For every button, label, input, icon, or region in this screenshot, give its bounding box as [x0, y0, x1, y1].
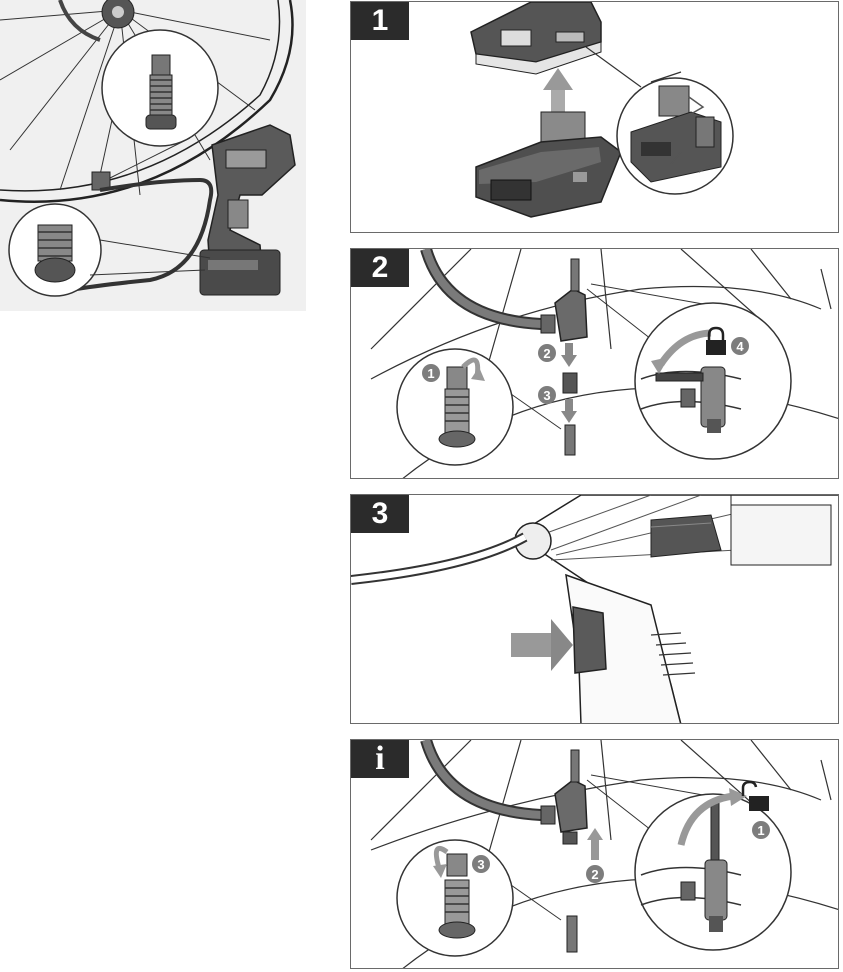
- step-2-drawing: 2 3 1: [351, 249, 839, 479]
- step-marker-1: 1: [752, 821, 770, 839]
- step-3-drawing: [351, 495, 839, 724]
- step-marker-1: 1: [422, 364, 440, 382]
- pump-icon: [200, 125, 295, 295]
- svg-text:2: 2: [591, 867, 598, 882]
- step-1-label: 1: [351, 2, 409, 40]
- step-3-label: 3: [351, 495, 409, 533]
- svg-text:2: 2: [543, 346, 550, 361]
- step-info-drawing: 2 3: [351, 740, 839, 969]
- adapter-icon: [35, 225, 75, 282]
- svg-text:3: 3: [543, 388, 550, 403]
- battery-icon: [476, 112, 621, 217]
- svg-text:1: 1: [757, 823, 764, 838]
- step-2-label: 2: [351, 249, 409, 287]
- step-1-panel: 1: [350, 1, 839, 233]
- push-arrow-icon: [511, 619, 573, 671]
- svg-text:3: 3: [477, 857, 484, 872]
- step-2-panel: 2 2 3: [350, 248, 839, 479]
- power-button: [573, 607, 606, 673]
- adapter-icon: [555, 750, 587, 844]
- hose: [351, 537, 525, 580]
- step-3-panel: 3: [350, 494, 839, 724]
- svg-text:4: 4: [736, 339, 744, 354]
- step-marker-3: 3: [472, 855, 490, 873]
- step-info-panel: i 2: [350, 739, 839, 969]
- tool-base: [471, 2, 601, 74]
- svg-text:1: 1: [427, 366, 434, 381]
- pump-icon: [516, 495, 839, 724]
- adapter-icon: [555, 259, 587, 341]
- push-arrow-icon: [587, 828, 603, 860]
- overview-illustration: [0, 0, 306, 311]
- overview-drawing: [0, 0, 306, 311]
- step-marker-4: 4: [731, 337, 749, 355]
- step-info-label: i: [351, 740, 409, 778]
- step-1-drawing: [351, 2, 839, 233]
- step-marker-2: 2: [586, 865, 604, 883]
- step-marker-2: 2: [538, 344, 556, 362]
- step-marker-3: 3: [538, 386, 556, 404]
